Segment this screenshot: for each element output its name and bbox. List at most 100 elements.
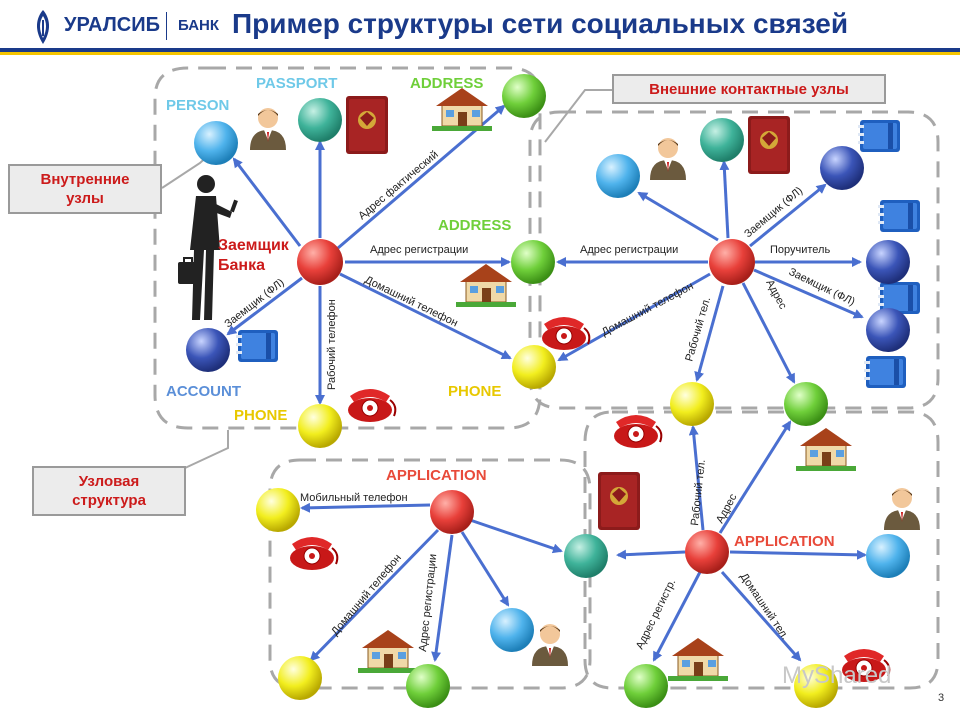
folder-icon [878, 200, 920, 232]
label-person: PERSON [166, 97, 229, 114]
edge-label-home-phone-left: Домашний телефон [363, 274, 460, 330]
folder-icon [236, 330, 278, 362]
edge-br-yellow-bottom [720, 571, 802, 662]
watermark: MyShared [782, 662, 892, 689]
callout-external: Внешние контактные узлы [612, 74, 886, 104]
node-address-mid [511, 240, 555, 284]
person-icon [650, 138, 686, 180]
header-accent-rule [0, 52, 960, 55]
edge-label-addr-reg-left: Адрес регистрации [370, 244, 468, 256]
node-br-center [685, 530, 729, 574]
edge-right-phone-mid [557, 272, 711, 362]
internal-region [153, 66, 542, 430]
edge-label-work-phone-right: Рабочий тел. [683, 296, 713, 363]
node-right-blue [596, 154, 640, 198]
edge-right-navy1 [749, 183, 827, 248]
edge-label-home-phone-right: Домашний телефон [600, 280, 696, 339]
house-icon [455, 263, 517, 308]
edge-br-blue [729, 549, 867, 560]
edge-label-addr-reg-right: Адрес регистрации [580, 244, 678, 256]
edge-label-borrower-fl-left: Заемщик (ФЛ) [222, 277, 286, 331]
label-borrower: Заемщик Банка [218, 237, 293, 274]
node-person [194, 121, 238, 165]
logo-divider [166, 12, 167, 40]
edge-right-yellow [694, 285, 725, 382]
node-bottom-green [406, 664, 450, 708]
page-title: Пример структуры сети социальных связей [232, 8, 849, 39]
node-bottom-yellow-bottom [278, 656, 322, 700]
node-phone-mid [512, 345, 556, 389]
node-right-navy2 [866, 240, 910, 284]
uralsib-logo-icon [36, 10, 50, 44]
edge-br-green [718, 420, 792, 534]
label-account: ACCOUNT [166, 383, 241, 400]
logo-name: УРАЛСИБ [64, 14, 160, 36]
node-right-navy3 [866, 308, 910, 352]
edge-right-blue [637, 191, 719, 242]
header-rule [0, 48, 960, 52]
edge-bottom-yellow-bottom [309, 528, 440, 662]
node-right-navy1 [820, 146, 864, 190]
edge-label-mobile-phone: Мобильный телефон [300, 492, 408, 504]
house-icon [667, 637, 729, 682]
structure-region-right [583, 410, 940, 690]
edge-right-teal [719, 160, 730, 239]
phone-icon [347, 388, 397, 423]
node-bottom-teal [564, 534, 608, 578]
phone-icon [613, 414, 663, 449]
edge-bottom-blue [460, 531, 510, 607]
label-borrower-line1: Заемщик [218, 237, 290, 254]
node-phone-left [298, 404, 342, 448]
structure-region-left [268, 458, 592, 690]
folder-icon [864, 356, 906, 388]
edge-label-home-phone-bottom: Домашний телефон [329, 552, 404, 638]
logo-bank: БАНК [178, 17, 220, 34]
passport-icon [346, 96, 388, 154]
label-application-bottom: APPLICATION [386, 467, 487, 484]
node-right-green [784, 382, 828, 426]
node-passport [298, 98, 342, 142]
edge-borrower-person [232, 157, 302, 247]
house-icon [795, 427, 857, 472]
edge-bottom-teal [469, 518, 563, 554]
node-br-yellow-bottom [794, 664, 838, 708]
node-br-blue [866, 534, 910, 578]
page-number: 3 [938, 692, 945, 704]
node-right-yellow [670, 382, 714, 426]
label-address-mid: ADDRESS [438, 217, 511, 234]
label-address-top: ADDRESS [410, 75, 483, 92]
edge-label-work-phone-br: Рабочий тел. [689, 459, 708, 526]
edge-bottom-yellow-top [300, 502, 431, 513]
label-application-right: APPLICATION [734, 533, 835, 550]
edge-label-addr-actual: Адрес фактический [356, 149, 441, 223]
person-icon [250, 108, 286, 150]
edge-right-green [741, 282, 796, 384]
edge-br-yellow [688, 425, 705, 531]
leader-external [544, 89, 612, 143]
passport-icon [748, 116, 790, 174]
house-icon [357, 629, 419, 674]
passport-icon [598, 472, 640, 530]
node-right-teal [700, 118, 744, 162]
edge-bottom-green [431, 534, 454, 662]
edge-label-addr-reg-bottom: Адрес регистрации [417, 553, 439, 652]
node-bottom-yellow-top [256, 488, 300, 532]
node-address-top [502, 74, 546, 118]
edge-borrower-account [226, 276, 303, 336]
edge-label-borrower-fl-r2: Заемщик (ФЛ) [787, 266, 857, 308]
leader-structure [184, 430, 229, 469]
edge-borrower-phone-mid [339, 272, 512, 360]
folder-icon [858, 120, 900, 152]
node-account [186, 328, 230, 372]
label-passport: PASSPORT [256, 75, 337, 92]
node-right-center [709, 239, 755, 285]
node-bottom-center [430, 490, 474, 534]
businessman-icon [178, 175, 238, 320]
edge-label-addr-reg-short: Адрес регистр. [634, 577, 678, 651]
label-borrower-line2: Банка [218, 257, 265, 274]
edge-label-work-phone-left: Рабочий телефон [326, 299, 338, 390]
